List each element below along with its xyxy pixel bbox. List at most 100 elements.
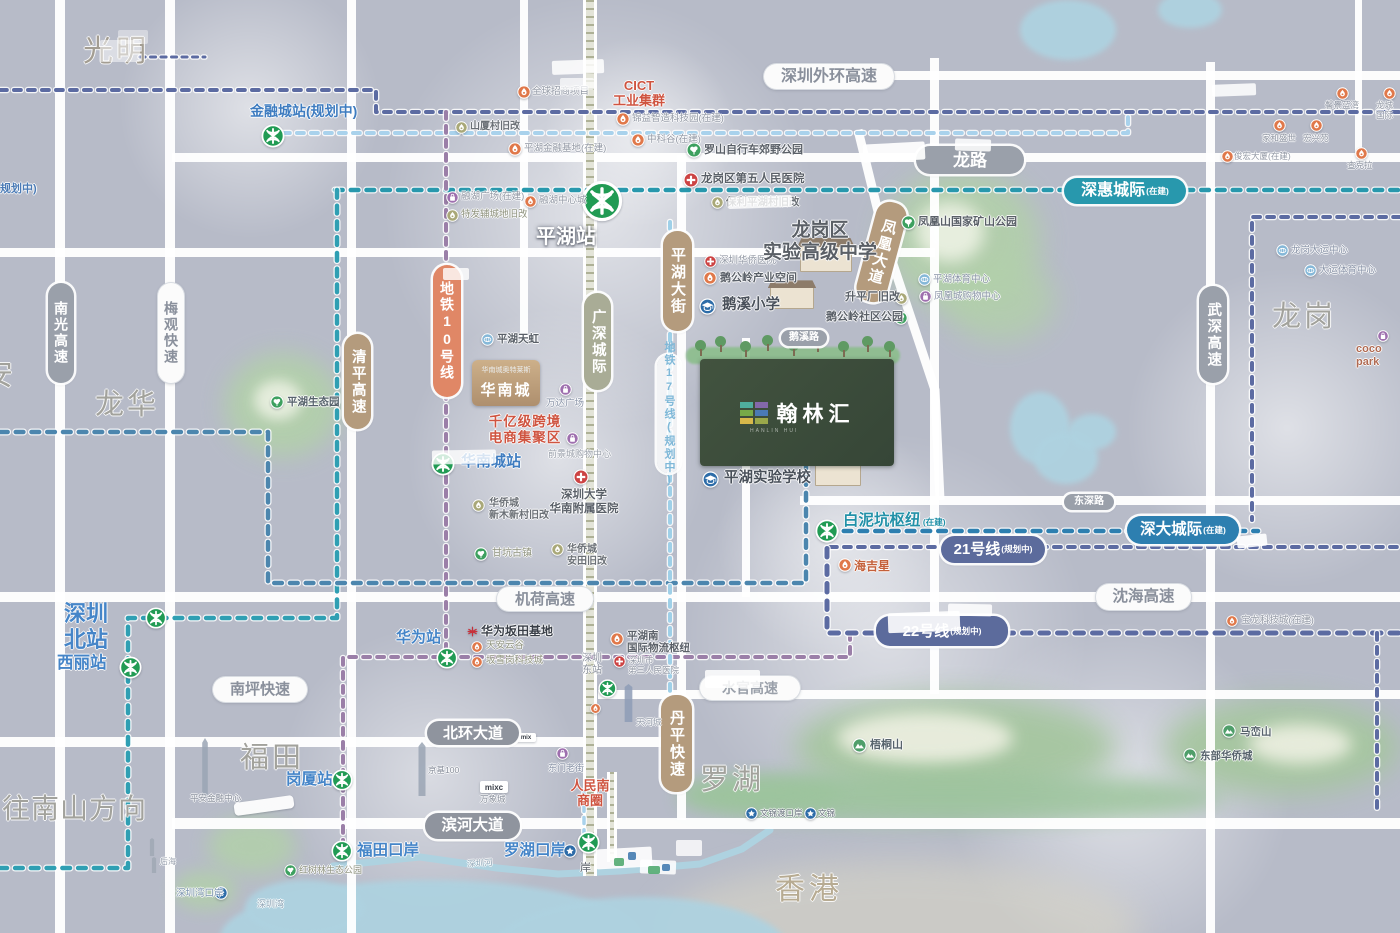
pill-label: 东深路: [1074, 496, 1104, 507]
map-poi-label: 深圳 北站: [64, 601, 109, 652]
map-poi-label: 深圳华侨医院: [719, 255, 777, 266]
park-icon: [894, 311, 908, 325]
shop-icon: [555, 746, 569, 760]
: [740, 341, 751, 352]
project-logo-stripe: [754, 401, 768, 408]
shop-icon: [558, 382, 572, 396]
map-label: 千亿级跨境 电商集聚区: [488, 414, 562, 445]
map-label: 后海: [160, 857, 176, 866]
: [695, 340, 706, 351]
road: [1205, 62, 1215, 933]
road-label-pill: 深圳外环高速: [764, 64, 894, 89]
map-label: 人民南 商圈: [570, 778, 610, 809]
flame-icon: [616, 112, 630, 126]
map-label: 深圳河: [466, 857, 493, 869]
tree-icon: [838, 341, 850, 357]
map-poi-label: 天安云谷: [486, 640, 525, 651]
road: [0, 247, 935, 257]
flame-icon: [1226, 614, 1238, 627]
tree-icon: [862, 336, 874, 352]
hosp-icon: [703, 254, 717, 268]
pill-label: 地铁10号线: [439, 281, 455, 381]
map-poi-label: 文锦: [818, 808, 836, 818]
star-icon: [563, 844, 577, 858]
sport-icon: [917, 272, 931, 286]
render-glitch: [954, 138, 992, 152]
map-poi-label: 海吉星: [854, 559, 891, 573]
park-icon: [283, 863, 297, 877]
project-logo-stripe: [739, 409, 753, 416]
terrain-area: [660, 860, 1140, 933]
flame-icon: [1220, 149, 1234, 163]
water-area: [1034, 432, 1098, 484]
pill-label: 21号线: [953, 541, 1001, 558]
map-poi-label: 家和盛世: [1262, 133, 1297, 143]
pill-label: 梅观快速: [163, 301, 179, 365]
pill-label: 深圳外环高速: [780, 67, 877, 85]
road: [0, 592, 1400, 602]
render-glitch: [727, 194, 793, 210]
terrain-area: [1164, 699, 1400, 795]
render-glitch: [676, 840, 702, 856]
render-glitch-chip: [648, 866, 660, 874]
pill-label: 深惠城际: [1081, 182, 1146, 199]
flame-icon: [508, 142, 522, 156]
map-label: 岸: [580, 862, 591, 874]
flame-icon: [1335, 86, 1349, 100]
map-poi-label: 华侨城 安田旧改: [567, 544, 607, 567]
water-area: [1020, 0, 1116, 60]
map-poi-label: 全球招商项目: [532, 86, 590, 97]
park-icon: [686, 142, 702, 158]
render-glitch-chip: [628, 852, 636, 860]
road-label-pill: 丹平快速: [661, 695, 692, 792]
water-area: [490, 897, 790, 933]
flame-icon: [631, 133, 645, 147]
star-icon: [214, 886, 228, 900]
pill-label: 沈海高速: [1112, 588, 1175, 606]
road-label-pill: 南坪快速: [213, 677, 307, 702]
sport-icon: [1303, 263, 1317, 277]
: [842, 350, 845, 357]
tree-icon: [715, 336, 727, 352]
flame-icon: [838, 558, 852, 572]
map-poi-label: 甘坑古镇: [492, 548, 532, 559]
render-glitch: [560, 78, 594, 90]
road-label-pill: 深大城际(在建): [1127, 516, 1239, 544]
olive-icon: [471, 498, 485, 512]
map-poi-label: 中科谷(在建): [647, 134, 701, 145]
flame-icon: [517, 85, 531, 99]
road: [172, 817, 1400, 829]
metro-icon: [576, 830, 600, 854]
map-label: 福田: [240, 742, 305, 774]
pill-label: 丹平快速: [668, 709, 685, 778]
road-label-pill: 地铁10号线: [433, 265, 461, 397]
metro-icon: [145, 607, 167, 629]
metro-icon: [331, 840, 353, 862]
project-logo: [739, 401, 768, 424]
school-building: [800, 246, 852, 272]
pill-label: 广深城际: [589, 308, 606, 375]
map-label: 往南山方向: [2, 793, 148, 824]
map-poi-label: 西丽站: [57, 654, 107, 672]
metro-icon: [581, 180, 623, 222]
pill-sub-label: (规划中): [950, 625, 982, 636]
road-label-pill: 北环大道: [427, 721, 519, 745]
park-icon: [270, 395, 284, 409]
map-poi-label: 鹅公岭社区公园: [826, 311, 903, 323]
: [762, 335, 773, 346]
school-building: [770, 287, 814, 309]
: [699, 349, 702, 356]
: [816, 345, 819, 352]
render-glitch: [1211, 83, 1257, 97]
pill-label: 北环大道: [442, 724, 503, 742]
road: [598, 689, 1400, 699]
pill-label: 清平高速: [349, 348, 366, 415]
tree-icon: [695, 340, 707, 356]
mixc-logo: mix: [516, 733, 536, 742]
map-poi-label: 岗厦站: [286, 771, 333, 788]
road-label-pill: 鹅溪路: [781, 330, 827, 346]
render-glitch: [100, 40, 140, 62]
map-poi-label: 华为坂田基地: [481, 624, 554, 638]
tower-icon: [418, 742, 426, 796]
flame-icon: [1382, 86, 1396, 100]
